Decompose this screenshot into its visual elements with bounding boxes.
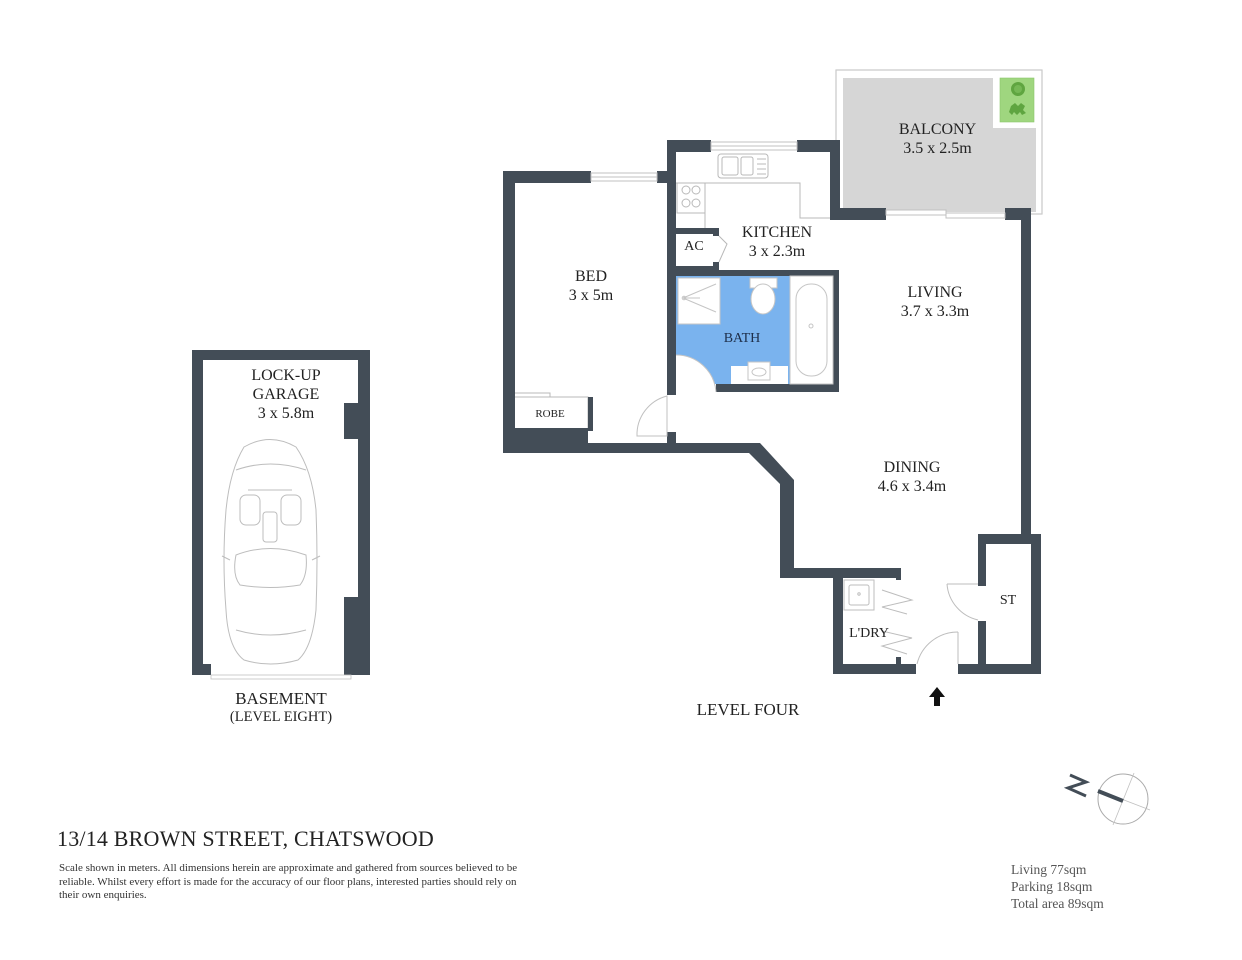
north-compass-icon: [1063, 772, 1151, 826]
bedroom-door: [636, 395, 668, 437]
dining-label: DINING 4.6 x 3.4m: [858, 459, 966, 497]
bath-label: BATH: [723, 331, 761, 346]
basement-label: BASEMENT (LEVEL EIGHT): [200, 689, 362, 726]
kitchen-label: KITCHEN 3 x 2.3m: [718, 224, 836, 262]
property-address: 13/14 BROWN STREET, CHATSWOOD: [57, 826, 434, 851]
balcony-label: BALCONY 3.5 x 2.5m: [870, 121, 1005, 159]
robe-label: ROBE: [535, 408, 565, 420]
bath-room: [675, 275, 834, 393]
garage-name-line1: LOCK-UP: [251, 367, 321, 384]
balcony-size: 3.5 x 2.5m: [903, 139, 972, 157]
balcony-name: BALCONY: [898, 121, 977, 138]
car-icon: [221, 439, 321, 665]
living-name: LIVING: [907, 284, 963, 301]
kitchen-name: KITCHEN: [741, 224, 813, 241]
storage-label: ST: [999, 593, 1017, 608]
bed-label: BED 3 x 5m: [540, 268, 642, 306]
dining-name: DINING: [883, 459, 941, 476]
area-living: Living 77sqm: [1011, 862, 1087, 877]
living-size: 3.7 x 3.3m: [900, 302, 970, 320]
ac-label: AC: [684, 239, 704, 254]
planter-icon: [999, 77, 1035, 123]
area-parking: Parking 18sqm: [1011, 879, 1093, 894]
garage-label: LOCK-UP GARAGE 3 x 5.8m: [224, 367, 348, 424]
area-summary: Living 77sqm Parking 18sqm Total area 89…: [1011, 861, 1104, 912]
garage-name-line2: GARAGE: [252, 385, 320, 403]
windows: [590, 141, 1006, 219]
bed-size: 3 x 5m: [568, 286, 614, 304]
area-total: Total area 89sqm: [1011, 896, 1104, 911]
robe-fixture: [515, 392, 593, 431]
laundry-label: L'DRY: [849, 626, 889, 641]
garage-size: 3 x 5.8m: [257, 404, 315, 422]
entry-arrow-icon: [929, 687, 945, 706]
basement-title: BASEMENT: [235, 689, 327, 708]
laundry-fixtures: [843, 579, 979, 665]
balcony-area: [835, 69, 1043, 215]
basement-subtitle: (LEVEL EIGHT): [229, 709, 333, 726]
dining-size: 4.6 x 3.4m: [877, 477, 947, 495]
bed-name: BED: [575, 268, 607, 285]
living-label: LIVING 3.7 x 3.3m: [880, 284, 990, 322]
kitchen-fixtures: [676, 153, 830, 263]
kitchen-size: 3 x 2.3m: [748, 242, 806, 260]
walls: [503, 140, 1041, 674]
disclaimer-text: Scale shown in meters. All dimensions he…: [59, 862, 518, 901]
level-four-label: LEVEL FOUR: [696, 700, 800, 719]
